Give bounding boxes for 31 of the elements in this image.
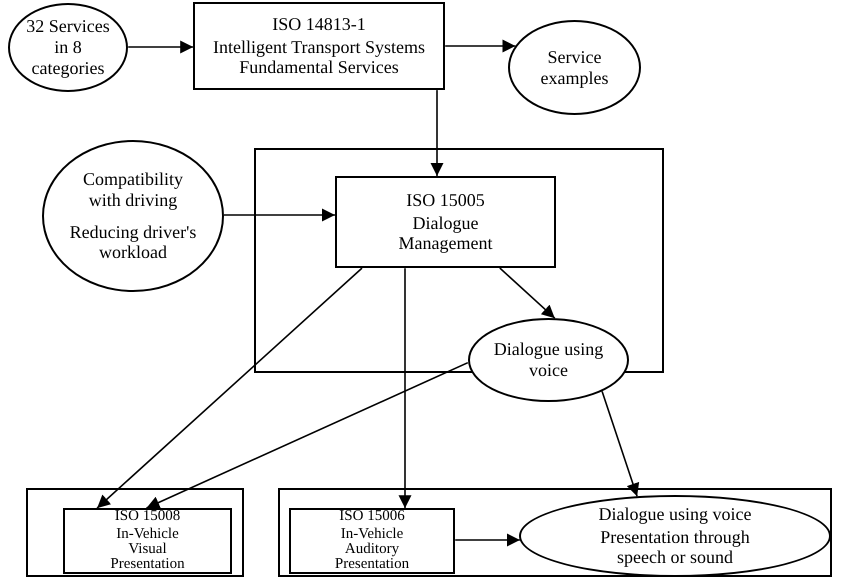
box-text: In-Vehicle Auditory Presentation [334,526,410,573]
arrow [445,40,516,52]
standard-box [63,508,232,574]
standard-number: ISO 14813-1 [272,14,366,35]
standard-box [289,508,455,574]
standard-number: ISO 15008 [114,509,180,525]
arrow [499,267,556,319]
group-frame [278,488,832,577]
ellipse-text: Dialogue using voice [598,504,752,525]
ellipse-text: Reducing driver's workload [68,222,198,263]
ellipse-text: 32 Services in 8 categories [25,16,111,79]
box-text: Dialogue Management [398,212,494,254]
arrow [601,391,640,497]
arrow [146,362,468,509]
ellipse-text: Service examples [540,46,610,88]
group-frame [26,488,244,577]
standard-number: ISO 15006 [339,509,405,525]
standard-number: ISO 15005 [406,190,485,211]
ellipse-text: Compatibility with driving [82,169,184,210]
box-text: Intelligent Transport Systems Fundamental Services [212,36,426,78]
arrow [455,534,520,546]
box-text: In-Vehicle Visual Presentation [109,526,186,573]
standard-box [193,2,445,90]
standard-box [335,176,556,268]
ellipse-text: Dialogue using voice [494,339,604,381]
arrow [398,268,412,508]
ellipse-text: Presentation through speech or sound [599,526,751,568]
arrow [430,90,444,176]
arrow [96,268,363,509]
arrow [128,40,194,54]
arrow [224,208,335,222]
